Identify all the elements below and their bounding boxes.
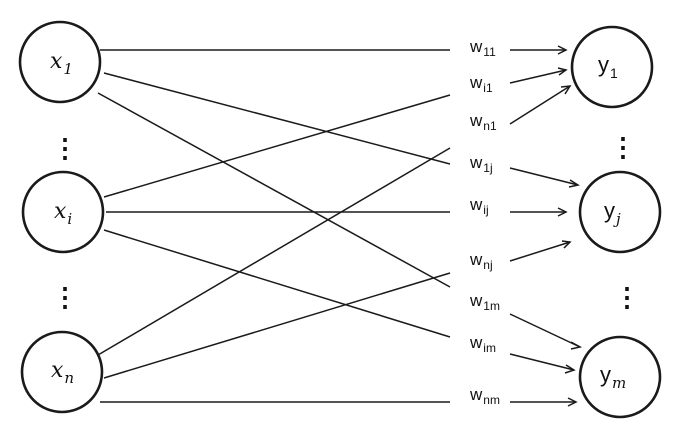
arrowhead-wnj-yj xyxy=(561,240,572,249)
weight-label-wij: wij xyxy=(469,195,489,217)
arrowhead-wn1-y1 xyxy=(560,85,572,95)
edge-xn-wnj xyxy=(103,272,451,379)
svg-text:ym: ym xyxy=(600,362,626,392)
input-node-xn: xn xyxy=(20,330,104,414)
arrow-w1j-yj xyxy=(509,167,579,186)
input-node-x1: x1 xyxy=(18,20,102,104)
edge-xi-wim xyxy=(103,229,451,338)
weight-label-w1j: w1j xyxy=(469,153,493,175)
weight-label-w11: w11 xyxy=(469,37,496,59)
output-ellipsis-upper: ⋮ xyxy=(610,132,636,162)
edges xyxy=(97,49,451,403)
weight-label-w1m: w1m xyxy=(469,291,500,313)
arrows xyxy=(509,45,583,407)
output-node-ym: ym xyxy=(578,335,662,419)
output-node-y1: y1 xyxy=(570,25,654,109)
weight-label-wi1: wi1 xyxy=(469,73,493,95)
weight-label-wim: wim xyxy=(469,333,496,355)
input-ellipsis-upper: ⋮ xyxy=(52,133,78,163)
arrow-wim-ym xyxy=(509,353,575,371)
svg-text:yj: yj xyxy=(604,198,621,228)
arrowhead-w11-y1 xyxy=(557,45,568,55)
edge-x1-w1m xyxy=(97,92,451,288)
weight-label-wn1: wn1 xyxy=(469,111,497,133)
arrow-w1m-ym xyxy=(509,313,581,348)
arrow-wi1-y1 xyxy=(509,69,567,84)
svg-text:y1: y1 xyxy=(598,52,618,81)
arrowhead-wi1-y1 xyxy=(557,67,568,76)
arrowhead-wij-yj xyxy=(557,207,568,217)
arrow-wnj-yj xyxy=(509,241,571,262)
svg-text:xi: xi xyxy=(54,199,72,228)
edge-x1-w1j xyxy=(103,72,451,165)
arrowhead-wnm-ym xyxy=(567,397,578,407)
edge-xi-wi1 xyxy=(103,94,451,198)
svg-text:xn: xn xyxy=(51,358,74,387)
weight-labels: w11 wi1 wn1 w1j wij wnj w1m wim wnm xyxy=(469,37,500,407)
arrowhead-w1m-ym xyxy=(570,341,583,350)
arrow-wn1-y1 xyxy=(509,85,571,125)
svg-text:x1: x1 xyxy=(50,49,73,78)
edge-xn-wn1 xyxy=(97,147,451,356)
arrowhead-wim-ym xyxy=(564,364,576,374)
output-node-yj: yj xyxy=(578,170,662,254)
input-node-xi: xi xyxy=(21,170,105,254)
weight-label-wnm: wnm xyxy=(469,385,500,407)
input-ellipsis-lower: ⋮ xyxy=(52,282,78,312)
output-ellipsis-lower: ⋮ xyxy=(614,282,640,312)
weight-label-wnj: wnj xyxy=(469,250,493,272)
arrowhead-w1j-yj xyxy=(568,179,580,188)
